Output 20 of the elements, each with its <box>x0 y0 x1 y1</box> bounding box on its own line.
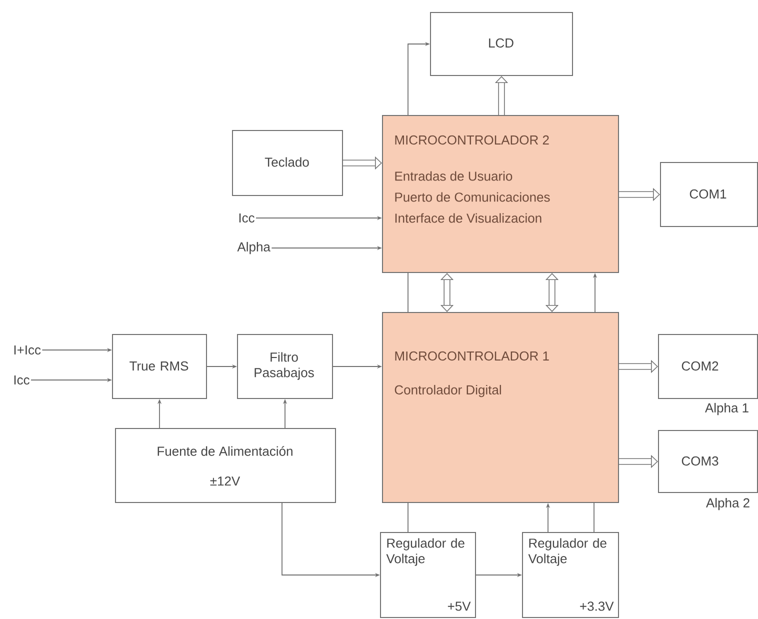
block-box: COM3 <box>658 430 758 493</box>
bus-arrow <box>545 273 559 312</box>
signal-label: Icc <box>239 213 254 223</box>
port-label: Alpha 1 <box>705 402 748 416</box>
signal-label: Alpha <box>237 242 270 254</box>
block-box: Filtro Pasabajos <box>237 334 333 399</box>
block-box: Teclado <box>232 130 343 196</box>
controller-block: MICROCONTROLADOR 1 Controlador Digital <box>382 312 619 503</box>
block-box: COM1 <box>660 162 758 227</box>
block-box: LCD <box>430 12 573 76</box>
block-box: COM2 <box>658 334 758 399</box>
signal-label: Icc <box>14 375 30 385</box>
signal-label: I+Icc <box>14 345 41 355</box>
bus-arrow <box>440 273 454 312</box>
controller-block: MICROCONTROLADOR 2 Entradas de Usuario Puerto de Comunicaciones Interface de Visualizacion <box>382 115 619 273</box>
block-box: True RMS <box>112 334 207 399</box>
block-box: Regulador de Voltaje +3.3V <box>522 532 619 618</box>
block-box: Fuente de Alimentación ±12V <box>115 428 336 503</box>
block-box: Regulador de Voltaje +5V <box>380 532 476 618</box>
port-label: Alpha 2 <box>706 498 750 510</box>
